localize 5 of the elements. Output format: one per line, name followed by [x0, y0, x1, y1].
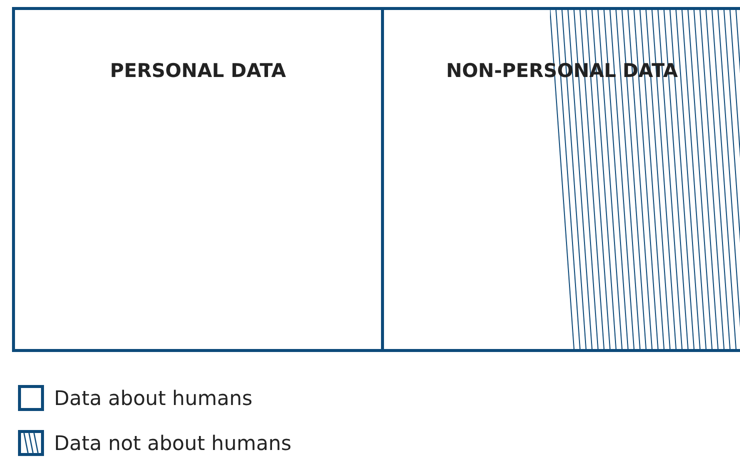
legend-label: Data about humans	[54, 386, 252, 410]
category-title: PERSONAL DATA	[109, 60, 287, 82]
category-box	[381, 7, 740, 352]
category-box	[12, 7, 384, 352]
legend-label: Data not about humans	[54, 431, 292, 455]
